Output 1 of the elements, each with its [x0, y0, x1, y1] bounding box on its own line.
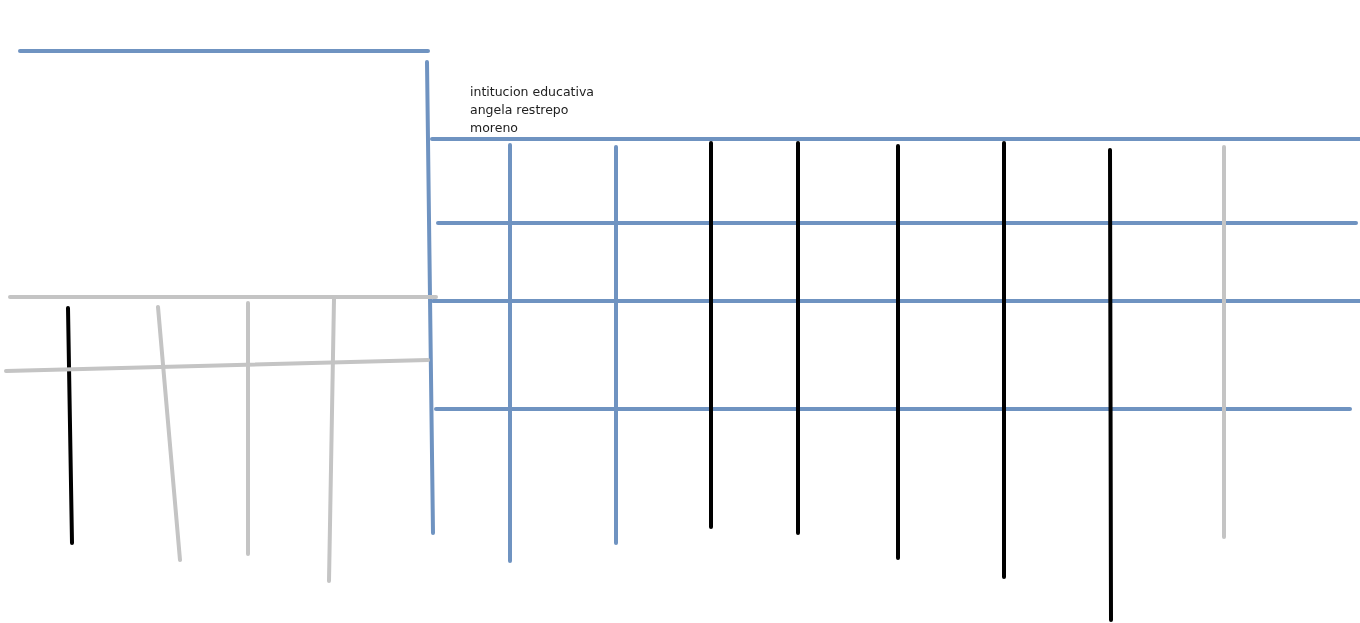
school-name-label: intitucion educativa angela restrepo moreno [470, 83, 595, 137]
